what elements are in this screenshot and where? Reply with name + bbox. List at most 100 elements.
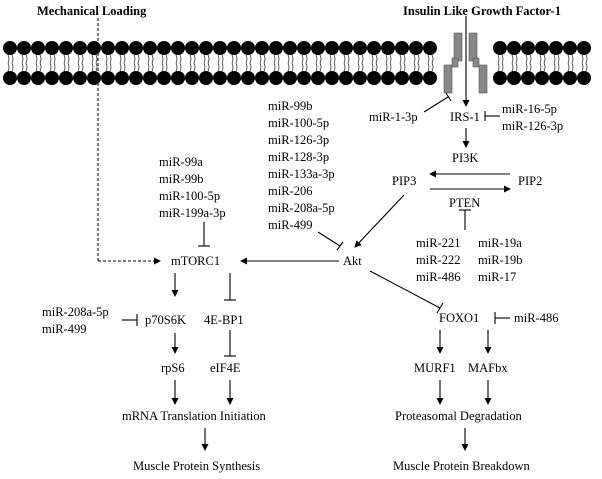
lipid-head (3, 71, 17, 85)
mirna-label: miR-100-5p (159, 189, 221, 203)
lipid-tail (137, 54, 140, 64)
lipid-head (311, 41, 325, 55)
lipid-tail (259, 54, 262, 64)
lipid-tail (315, 54, 318, 64)
lipid-tail (109, 62, 112, 72)
lipid-head (395, 71, 409, 85)
lipid-head (409, 71, 423, 85)
lipid-tail (375, 54, 378, 64)
lipid-head (339, 41, 353, 55)
lipid-tail (329, 62, 332, 72)
lipid-head (87, 41, 101, 55)
lipid-head (101, 71, 115, 85)
lipid-tail (389, 54, 392, 64)
mirna-label: miR-486 (416, 270, 461, 284)
pi3k-node: PI3K (452, 151, 479, 165)
lipid-head (143, 71, 157, 85)
lipid-tail (203, 62, 206, 72)
lipid-head (535, 41, 549, 55)
lipid-tail (357, 54, 360, 64)
lipid-tail (53, 54, 56, 64)
mirna-label: miR-100-5p (268, 116, 330, 130)
lipid-head (73, 41, 87, 55)
lipid-head (241, 41, 255, 55)
foxo1-node: FOXO1 (439, 311, 480, 325)
breakdown-node: Muscle Protein Breakdown (393, 459, 530, 473)
lipid-tail (189, 54, 192, 64)
lipid-head (297, 71, 311, 85)
mirna-label: miR-499 (268, 218, 313, 232)
lipid-tail (385, 54, 388, 64)
lipid-tail (529, 62, 532, 72)
lipid-head (213, 71, 227, 85)
mirna-list-irs1-right: miR-16-5p miR-126-3p (502, 101, 563, 135)
lipid-tail (515, 54, 518, 64)
lipid-tail (249, 62, 252, 72)
mirna-label: miR-206 (268, 184, 313, 198)
lipid-tail (203, 54, 206, 64)
lipid-tail (77, 62, 80, 72)
lipid-tail (175, 54, 178, 64)
mirna-label: miR-99b (268, 99, 313, 113)
lipid-head (129, 41, 143, 55)
lipid-tail (417, 54, 420, 64)
lipid-head (507, 41, 521, 55)
lipid-tail (329, 54, 332, 64)
lipid-head (255, 41, 269, 55)
mirna-label: miR-208a-5p (268, 201, 335, 215)
cell-membrane (3, 41, 591, 85)
mechanical-loading-path (97, 18, 161, 265)
lipid-head (297, 41, 311, 55)
lipid-tail (179, 54, 182, 64)
lipid-head (423, 71, 437, 85)
mirna-list-foxo1: miR-486 (514, 310, 558, 327)
lipid-tail (273, 54, 276, 64)
lipid-tail (147, 62, 150, 72)
lipid-tail (21, 54, 24, 64)
lipid-tail (259, 62, 262, 72)
lipid-tail (249, 54, 252, 64)
mirna-label: miR-17 (478, 270, 517, 284)
lipid-tail (347, 54, 350, 64)
lipid-head (31, 71, 45, 85)
pten-node: PTEN (449, 196, 481, 210)
lipid-tail (529, 54, 532, 64)
lipid-tail (501, 62, 504, 72)
lipid-tail (119, 62, 122, 72)
lipid-tail (21, 62, 24, 72)
lipid-head (101, 41, 115, 55)
akt-node: Akt (343, 254, 362, 268)
lipid-tail (95, 54, 98, 64)
lipid-tail (413, 62, 416, 72)
lipid-head (283, 71, 297, 85)
lipid-tail (273, 62, 276, 72)
mirna-label: miR-19b (478, 253, 523, 267)
lipid-tail (567, 62, 570, 72)
lipid-tail (39, 62, 42, 72)
lipid-tail (179, 62, 182, 72)
arrow-pip3-akt (354, 194, 405, 248)
lipid-tail (347, 62, 350, 72)
lipid-tail (399, 62, 402, 72)
lipid-tail (553, 54, 556, 64)
mirna-list-p70s6k: miR-208a-5p miR-499 (42, 304, 109, 338)
lipid-tail (11, 54, 14, 64)
mtorc1-node: mTORC1 (171, 254, 221, 268)
lipid-head (493, 71, 507, 85)
lipid-tail (119, 54, 122, 64)
lipid-tail (137, 62, 140, 72)
lipid-tail (585, 54, 588, 64)
lipid-tail (193, 54, 196, 64)
lipid-tail (403, 54, 406, 64)
synthesis-node: Muscle Protein Synthesis (133, 459, 261, 473)
mirna-list-akt: miR-99b miR-100-5p miR-126-3p miR-128-3p… (268, 98, 335, 234)
inhibit-akt-foxo1 (369, 270, 444, 314)
lipid-head (171, 41, 185, 55)
lipid-tail (571, 62, 574, 72)
lipid-tail (305, 54, 308, 64)
lipid-head (367, 71, 381, 85)
inhibit-4ebp1-eif4e (224, 330, 236, 357)
mirna-label: miR-221 (416, 236, 461, 250)
lipid-tail (431, 62, 434, 72)
lipid-tail (403, 62, 406, 72)
